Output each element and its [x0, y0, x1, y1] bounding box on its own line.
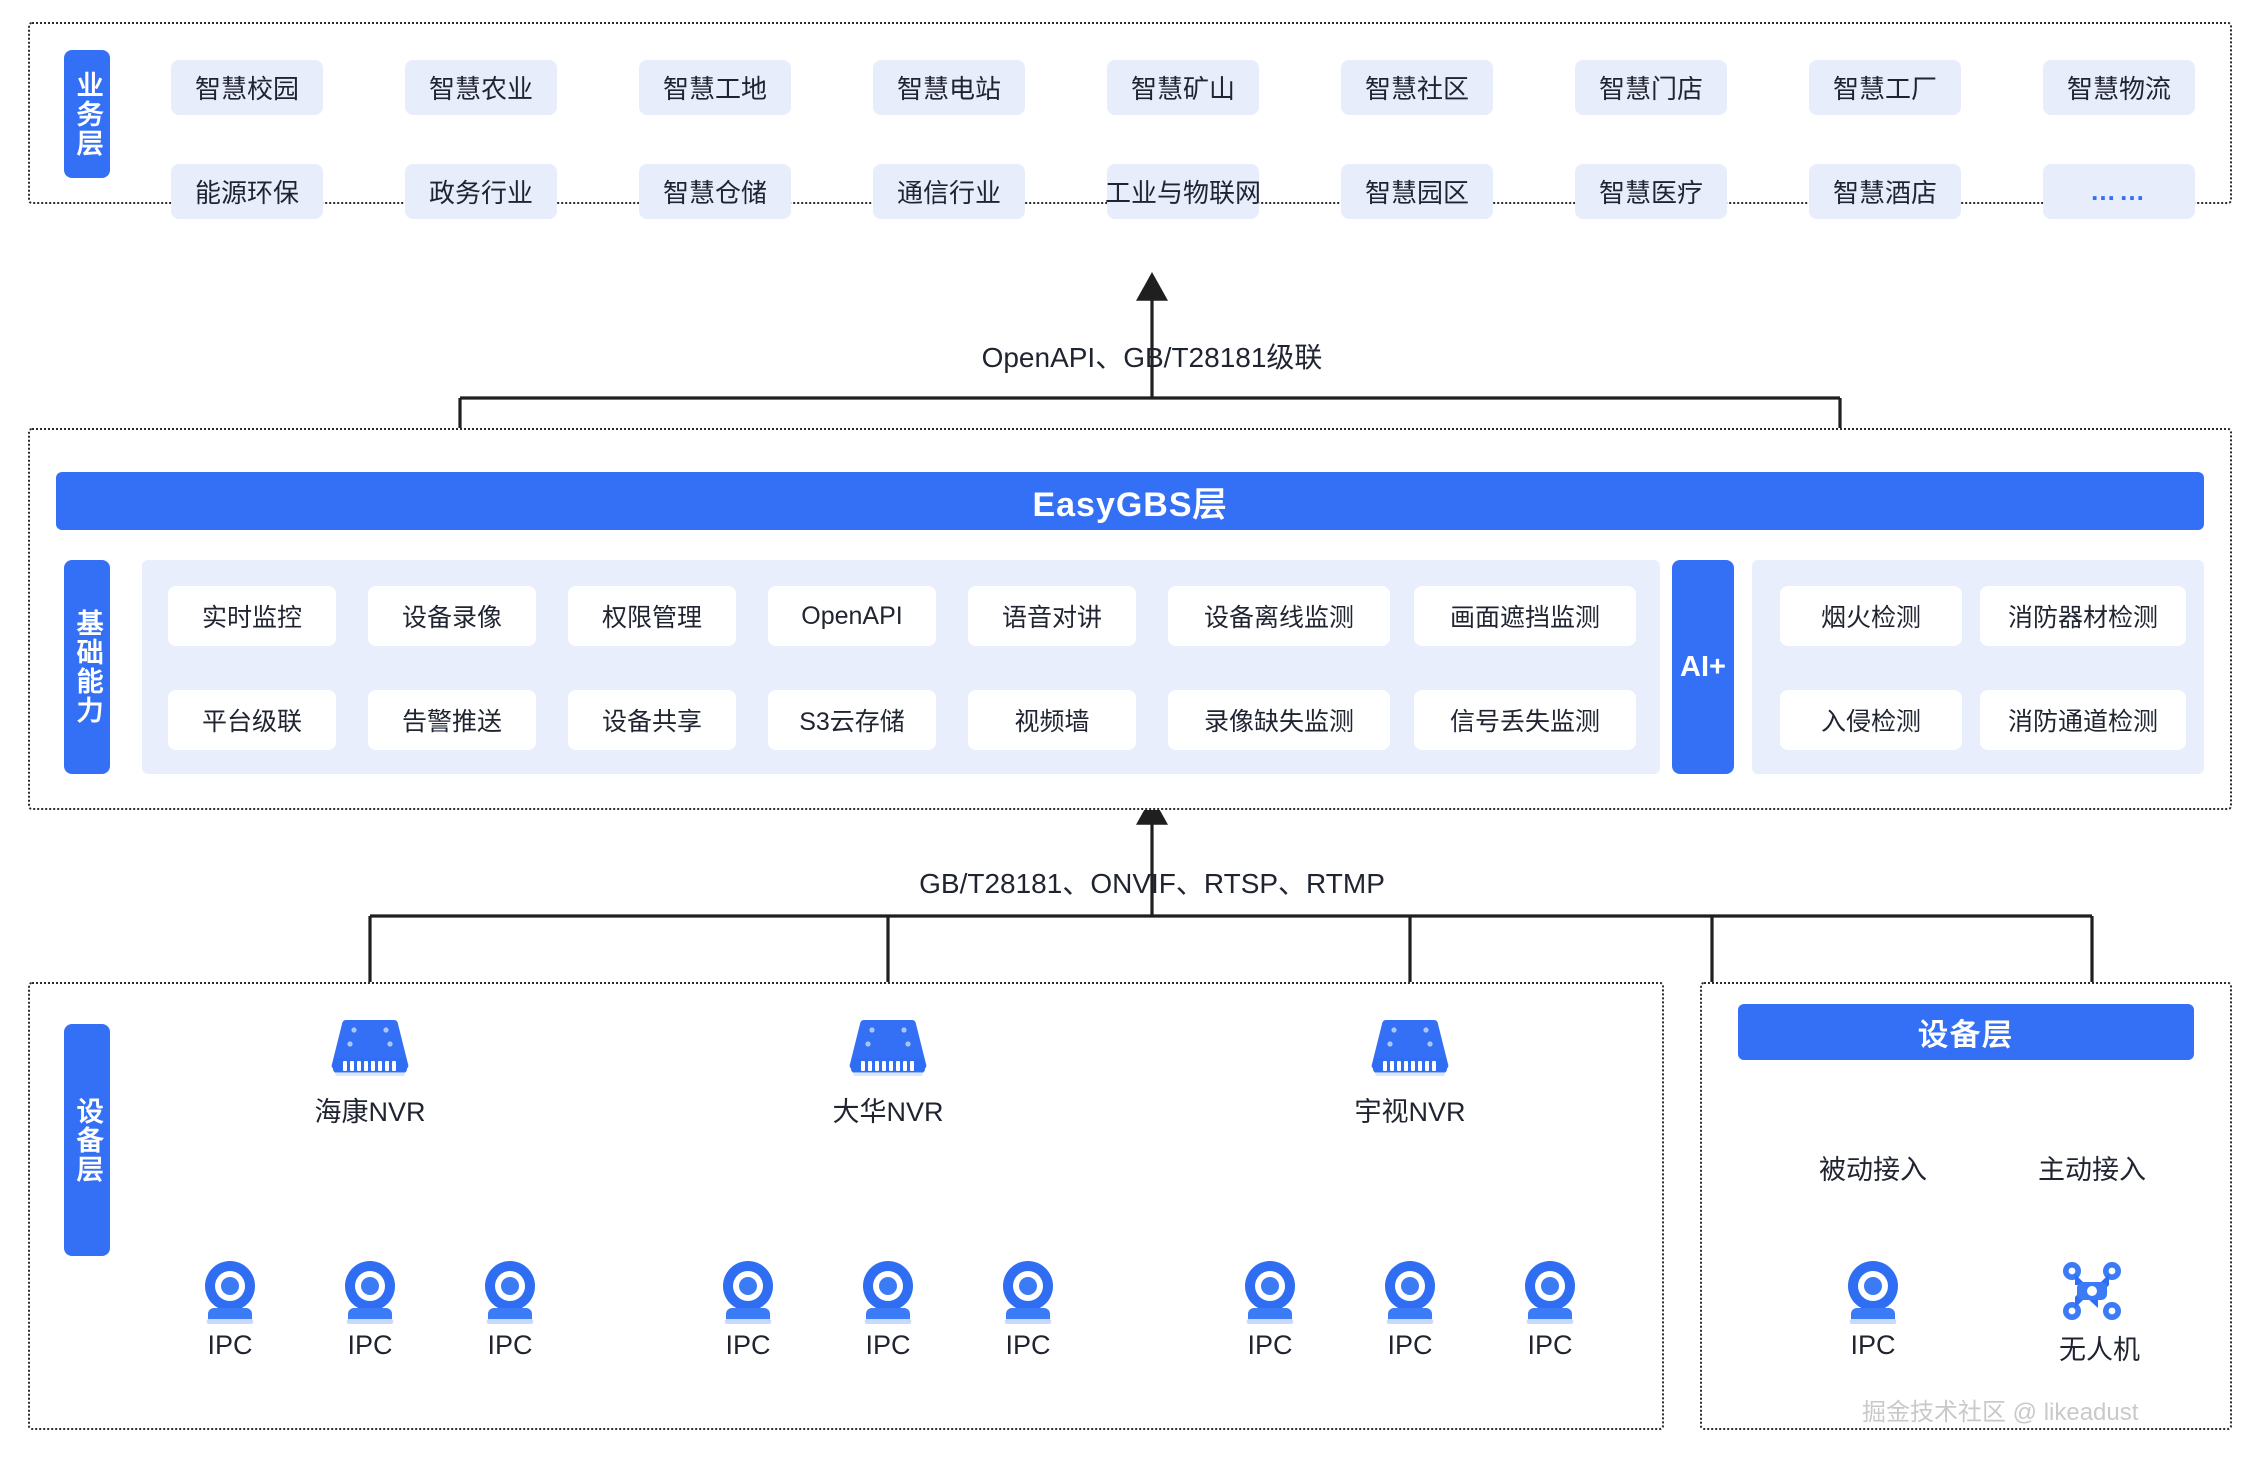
capability-box[interactable]: 录像缺失监测: [1168, 690, 1390, 750]
access-mode-label: 被动接入: [1798, 1148, 1948, 1187]
business-chip[interactable]: 智慧门店: [1575, 60, 1727, 115]
business-chip[interactable]: 智慧物流: [2043, 60, 2195, 115]
ipc-node[interactable]: IPC: [337, 1258, 403, 1361]
business-chip[interactable]: 通信行业: [873, 164, 1025, 219]
business-chip[interactable]: 智慧社区: [1341, 60, 1493, 115]
business-chip[interactable]: 能源环保: [171, 164, 323, 219]
nvr-label: 宇视NVR: [1354, 1097, 1466, 1127]
capability-box[interactable]: 语音对讲: [968, 586, 1136, 646]
ipc-node[interactable]: IPC: [1377, 1258, 1443, 1361]
capability-box[interactable]: 平台级联: [168, 690, 336, 750]
connector-label-protocols: GB/T28181、ONVIF、RTSP、RTMP: [919, 868, 1385, 899]
ipc-label: IPC: [1387, 1330, 1433, 1360]
capability-box[interactable]: 设备离线监测: [1168, 586, 1390, 646]
ipc-camera-icon: [1385, 1261, 1435, 1324]
ai-capability-box[interactable]: 烟火检测: [1780, 586, 1962, 646]
nvr-label: 大华NVR: [832, 1097, 944, 1127]
business-chip[interactable]: 智慧工厂: [1809, 60, 1961, 115]
ipc-label: IPC: [865, 1330, 911, 1360]
nvr-icon: [1371, 1020, 1449, 1076]
watermark: 掘金技术社区 @ likeadust: [1862, 1399, 2139, 1426]
capability-box[interactable]: S3云存储: [768, 690, 936, 750]
ipc-label: IPC: [1527, 1330, 1573, 1360]
nvr-node[interactable]: 海康NVR: [300, 1014, 440, 1129]
capability-box[interactable]: 设备录像: [368, 586, 536, 646]
ipc-node-direct[interactable]: IPC: [1840, 1258, 1906, 1361]
ipc-node[interactable]: IPC: [197, 1258, 263, 1361]
connector-label-openapi: OpenAPI、GB/T28181级联: [981, 342, 1323, 373]
ipc-camera-icon: [205, 1261, 255, 1324]
ipc-label: IPC: [1850, 1330, 1896, 1360]
ai-capability-box[interactable]: 消防通道检测: [1980, 690, 2186, 750]
ipc-label: IPC: [1247, 1330, 1293, 1360]
ipc-node[interactable]: IPC: [1517, 1258, 1583, 1361]
ipc-camera-icon: [485, 1261, 535, 1324]
easygbs-title-bar: EasyGBS层: [56, 472, 2204, 530]
drone-node[interactable]: 无人机: [2059, 1258, 2140, 1367]
business-chip[interactable]: 智慧仓储: [639, 164, 791, 219]
drone-label: 无人机: [2059, 1335, 2140, 1365]
business-chip[interactable]: 智慧电站: [873, 60, 1025, 115]
business-chip[interactable]: 智慧工地: [639, 60, 791, 115]
business-chip[interactable]: 工业与物联网: [1105, 164, 1261, 219]
ipc-label: IPC: [725, 1330, 771, 1360]
ai-capability-box[interactable]: 入侵检测: [1780, 690, 1962, 750]
business-layer-sidebar-label: 业务层: [64, 50, 110, 178]
business-chip[interactable]: 智慧校园: [171, 60, 323, 115]
device-layer-bar: 设备层: [1738, 1004, 2194, 1060]
capability-box[interactable]: 信号丢失监测: [1414, 690, 1636, 750]
ipc-node[interactable]: IPC: [855, 1258, 921, 1361]
business-chip[interactable]: 智慧医疗: [1575, 164, 1727, 219]
ipc-camera-icon: [345, 1261, 395, 1324]
ipc-camera-icon: [863, 1261, 913, 1324]
business-chip[interactable]: 智慧园区: [1341, 164, 1493, 219]
business-chip-ellipsis[interactable]: ……: [2043, 164, 2195, 219]
capability-box[interactable]: 视频墙: [968, 690, 1136, 750]
ipc-camera-icon: [1848, 1261, 1898, 1324]
ipc-camera-icon: [1525, 1261, 1575, 1324]
nvr-icon: [849, 1020, 927, 1076]
ipc-node[interactable]: IPC: [1237, 1258, 1303, 1361]
nvr-label: 海康NVR: [314, 1097, 426, 1127]
business-chip[interactable]: 智慧矿山: [1107, 60, 1259, 115]
ipc-label: IPC: [1005, 1330, 1051, 1360]
ipc-node[interactable]: IPC: [995, 1258, 1061, 1361]
ipc-node[interactable]: IPC: [715, 1258, 781, 1361]
ipc-label: IPC: [207, 1330, 253, 1360]
nvr-icon: [331, 1020, 409, 1076]
ipc-camera-icon: [1245, 1261, 1295, 1324]
drone-icon: [2063, 1262, 2121, 1320]
ai-plus-badge: AI+: [1672, 560, 1734, 774]
capability-box[interactable]: 实时监控: [168, 586, 336, 646]
capability-box[interactable]: 权限管理: [568, 586, 736, 646]
ipc-camera-icon: [723, 1261, 773, 1324]
capability-box[interactable]: 画面遮挡监测: [1414, 586, 1636, 646]
capability-box[interactable]: OpenAPI: [768, 586, 936, 646]
ipc-label: IPC: [347, 1330, 393, 1360]
capability-box[interactable]: 设备共享: [568, 690, 736, 750]
nvr-node[interactable]: 宇视NVR: [1340, 1014, 1480, 1129]
ipc-node[interactable]: IPC: [477, 1258, 543, 1361]
access-mode-label: 主动接入: [2017, 1148, 2167, 1187]
ipc-label: IPC: [487, 1330, 533, 1360]
ai-capability-box[interactable]: 消防器材检测: [1980, 586, 2186, 646]
ipc-camera-icon: [1003, 1261, 1053, 1324]
device-layer-sidebar-label: 设备层: [64, 1024, 110, 1256]
nvr-node[interactable]: 大华NVR: [818, 1014, 958, 1129]
platform-capability-sidebar-label: 基础能力: [64, 560, 110, 774]
business-chip[interactable]: 政务行业: [405, 164, 557, 219]
capability-box[interactable]: 告警推送: [368, 690, 536, 750]
business-chip[interactable]: 智慧农业: [405, 60, 557, 115]
business-chip[interactable]: 智慧酒店: [1809, 164, 1961, 219]
